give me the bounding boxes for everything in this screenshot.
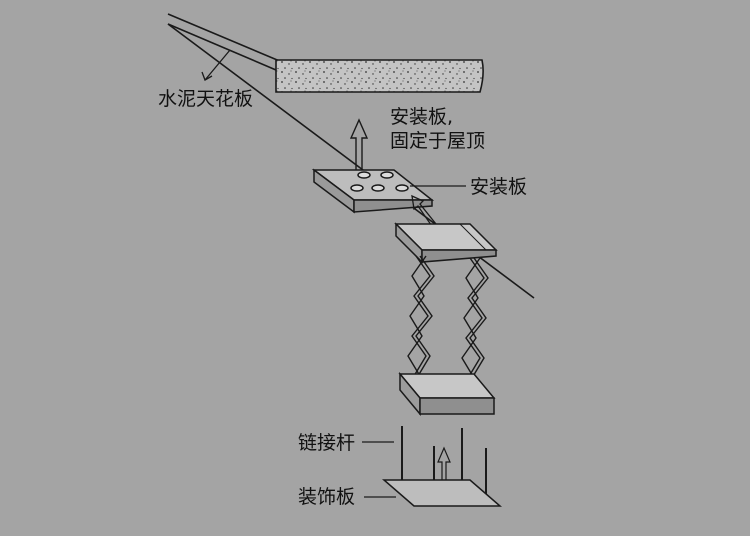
label-mount-plate-note-1: 安装板, [390,106,454,128]
small-up-arrow-icon [437,446,451,486]
label-link-rod: 链接杆 [298,432,356,454]
ceiling-edge-line-upper [167,13,283,63]
label-mount-plate-note-2: 固定于屋顶 [390,130,486,152]
leader-cement-ceiling-arrowhead [201,71,213,81]
label-cement-ceiling: 水泥天花板 [158,88,254,110]
up-arrow-icon [349,118,369,170]
scissor-arm-right [461,257,489,379]
upper-lift-box [394,222,498,264]
scissor-arm-left [407,255,435,377]
mounting-plate [311,168,435,214]
label-mount-plate: 安装板 [470,176,528,198]
lower-lift-box [398,371,496,417]
concrete-ceiling-slab [275,59,484,93]
leader-cement-ceiling [204,49,231,81]
insert-arrow-icon [411,194,441,233]
ceiling-edge-line-lower [167,23,277,71]
label-decor-panel: 装饰板 [298,486,356,508]
decorative-panel [381,479,503,507]
